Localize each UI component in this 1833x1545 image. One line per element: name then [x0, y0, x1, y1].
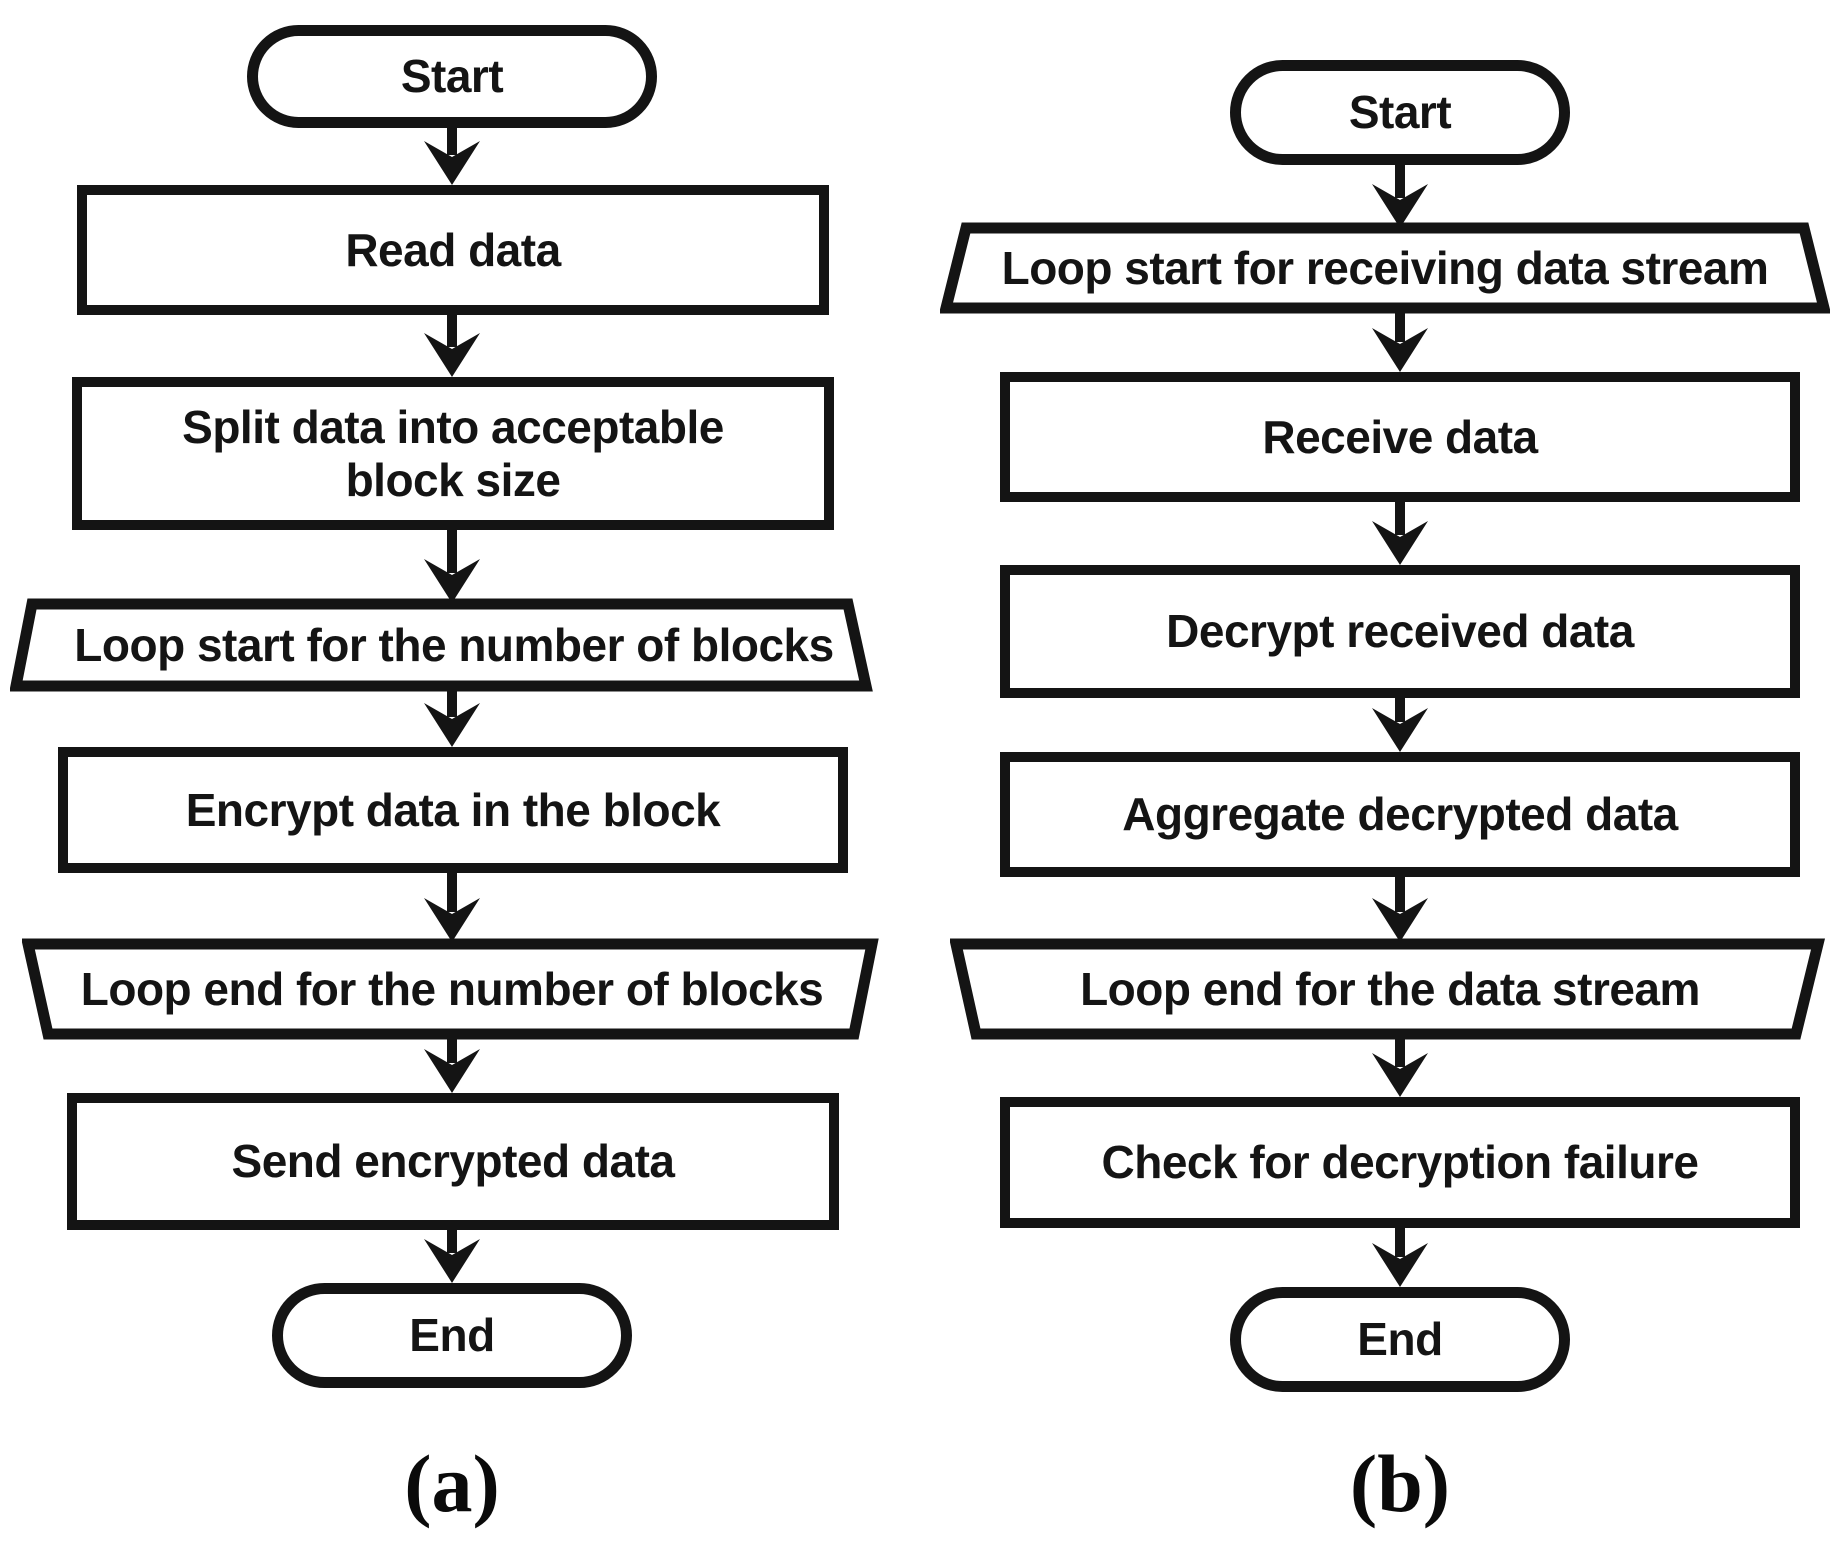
node-label: Split data into acceptable block size: [182, 400, 724, 506]
node-label: Loop start for receiving data stream: [1001, 241, 1769, 294]
node-label: Aggregate decrypted data: [1122, 788, 1678, 841]
node-label: Loop end for the number of blocks: [80, 962, 824, 1015]
down-arrow-icon: [1368, 165, 1432, 228]
caption-b: (b): [1349, 1438, 1451, 1529]
node-label: Read data: [345, 223, 561, 276]
down-arrow-icon: [1368, 698, 1432, 752]
loop-start-shape: [10, 598, 873, 692]
node-send-encrypted: Send encrypted data: [67, 1093, 839, 1230]
node-receive-data: Receive data: [1000, 372, 1800, 502]
node-label: End: [1357, 1313, 1443, 1366]
down-arrow-icon: [420, 530, 484, 603]
loop-start-shape: [940, 222, 1830, 314]
loop-end-shape: [22, 938, 879, 1040]
node-label: Loop start for the number of blocks: [74, 618, 834, 671]
node-decrypt-data: Decrypt received data: [1000, 565, 1800, 698]
down-arrow-icon: [1368, 308, 1432, 372]
down-arrow-icon: [420, 1230, 484, 1283]
node-end-a: End: [272, 1283, 632, 1388]
node-loop-end-b: Loop end for the data stream: [950, 938, 1830, 1040]
node-check-failure: Check for decryption failure: [1000, 1097, 1800, 1228]
node-loop-start-b: Loop start for receiving data stream: [940, 222, 1830, 314]
down-arrow-icon: [420, 873, 484, 942]
caption-a: (a): [404, 1438, 500, 1529]
node-start-a: Start: [247, 25, 657, 128]
node-label: Check for decryption failure: [1101, 1136, 1699, 1189]
down-arrow-icon: [1368, 1228, 1432, 1287]
node-label: Encrypt data in the block: [185, 783, 721, 836]
node-start-b: Start: [1230, 60, 1570, 165]
down-arrow-icon: [420, 128, 484, 185]
down-arrow-icon: [420, 1037, 484, 1093]
down-arrow-icon: [1368, 502, 1432, 565]
node-encrypt-block: Encrypt data in the block: [58, 747, 848, 873]
down-arrow-icon: [420, 688, 484, 747]
node-label: Decrypt received data: [1166, 605, 1634, 658]
down-arrow-icon: [1368, 1030, 1432, 1097]
node-aggregate-data: Aggregate decrypted data: [1000, 752, 1800, 877]
node-read-data: Read data: [77, 185, 829, 315]
node-label: Loop end for the data stream: [1080, 962, 1700, 1015]
loop-end-shape: [950, 938, 1826, 1040]
node-split-data: Split data into acceptable block size: [72, 377, 834, 530]
down-arrow-icon: [1368, 877, 1432, 942]
node-label: Start: [400, 50, 504, 103]
down-arrow-icon: [420, 315, 484, 377]
node-label: Start: [1348, 86, 1452, 139]
node-label: Send encrypted data: [231, 1135, 675, 1188]
node-loop-start-a: Loop start for the number of blocks: [10, 598, 898, 692]
node-end-b: End: [1230, 1287, 1570, 1392]
node-label: Receive data: [1262, 410, 1538, 463]
node-loop-end-a: Loop end for the number of blocks: [22, 938, 882, 1040]
node-label: End: [409, 1309, 495, 1362]
